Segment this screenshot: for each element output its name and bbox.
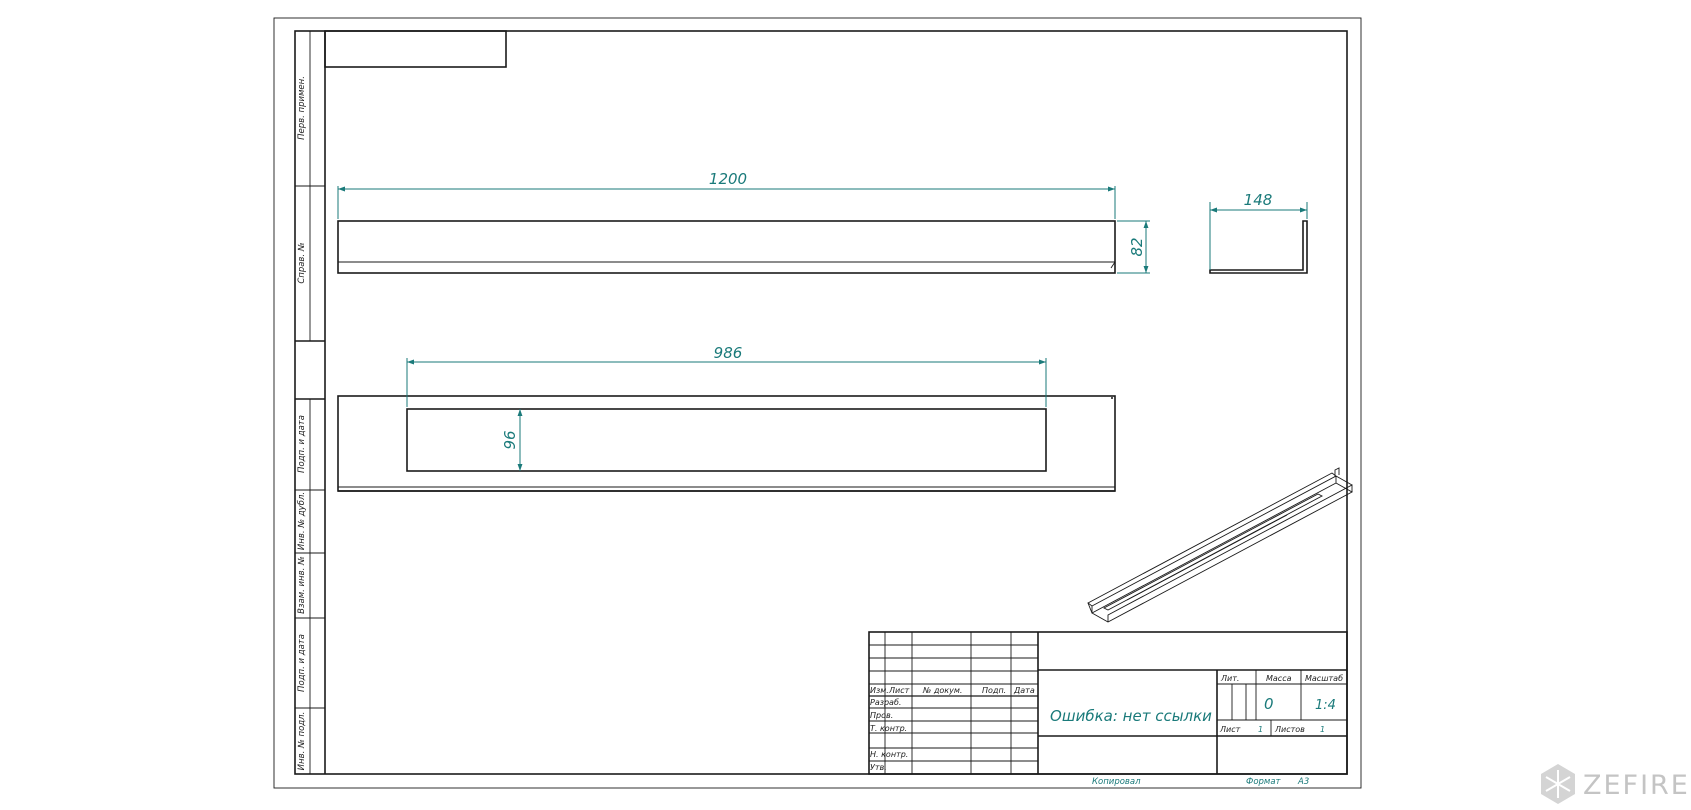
dimension-148: 148 — [1209, 191, 1308, 270]
front-view — [337, 220, 1116, 274]
tb-row-prov: Пров. — [870, 711, 893, 720]
tb-scale-value: 1:4 — [1315, 698, 1336, 713]
dim-text-148: 148 — [1244, 191, 1273, 209]
tb-col-doc: № докум. — [922, 686, 962, 695]
tb-format-value: A3 — [1297, 777, 1309, 787]
dim-text-96: 96 — [501, 430, 519, 449]
stamp-sprav-no: Справ. № — [297, 242, 307, 284]
tb-col-izm: Изм. — [870, 686, 889, 695]
tb-format-label: Формат — [1246, 777, 1282, 787]
tb-row-utv: Утв. — [870, 763, 887, 772]
tb-header-scale: Масштаб — [1305, 674, 1343, 683]
sheet-outer-border — [273, 17, 1362, 789]
dimension-1200: 1200 — [337, 170, 1116, 219]
tb-row-razrab: Разраб. — [870, 698, 901, 707]
tb-sheet-label: Лист — [1219, 725, 1241, 734]
sheet-frame — [294, 30, 1348, 775]
side-view — [1209, 220, 1308, 274]
side-stamp: Перв. примен. Справ. № Подп. и дата Инв.… — [295, 31, 326, 774]
tb-part-name: Ошибка: нет ссылки — [1050, 707, 1212, 725]
tb-row-nkontr: Н. контр. — [870, 750, 908, 759]
dimension-82: 82 — [1117, 220, 1150, 274]
tb-sheets-label: Листов — [1274, 725, 1305, 734]
top-view — [337, 395, 1116, 492]
zefire-logo: ZEFIRE — [1541, 764, 1690, 804]
tb-copied: Копировал — [1092, 777, 1141, 787]
stamp-inv-podl: Инв. № подл. — [297, 712, 307, 771]
stamp-perv-primen: Перв. примен. — [297, 76, 307, 140]
tb-col-date: Дата — [1013, 686, 1035, 695]
stamp-podp-data-2: Подп. и дата — [297, 634, 307, 692]
top-left-box — [324, 30, 507, 68]
dimension-986: 986 — [406, 344, 1047, 407]
stamp-podp-data-1: Подп. и дата — [297, 415, 307, 473]
dim-text-1200: 1200 — [709, 170, 747, 188]
tb-header-lit: Лит. — [1220, 674, 1239, 683]
dim-text-986: 986 — [714, 344, 743, 362]
title-block: Изм. Лист № докум. Подп. Дата Разраб. Пр… — [868, 631, 1348, 787]
tb-mass-value: 0 — [1264, 695, 1274, 713]
tb-col-list: Лист — [888, 686, 910, 695]
isometric-view — [1087, 467, 1353, 623]
stamp-vzam-inv: Взам. инв. № — [297, 556, 307, 614]
tb-col-sign: Подп. — [982, 686, 1006, 695]
tb-row-tkontr: Т. контр. — [870, 724, 907, 733]
dim-text-82: 82 — [1128, 237, 1146, 256]
zefire-logo-icon — [1541, 764, 1575, 804]
tb-sheets-value: 1 — [1320, 725, 1325, 734]
tb-header-mass: Масса — [1266, 674, 1292, 683]
stamp-inv-dubl: Инв. № дубл. — [297, 492, 307, 550]
tb-sheet-value: 1 — [1258, 725, 1263, 734]
zefire-logo-text: ZEFIRE — [1583, 770, 1690, 801]
dimension-96: 96 — [501, 409, 523, 471]
